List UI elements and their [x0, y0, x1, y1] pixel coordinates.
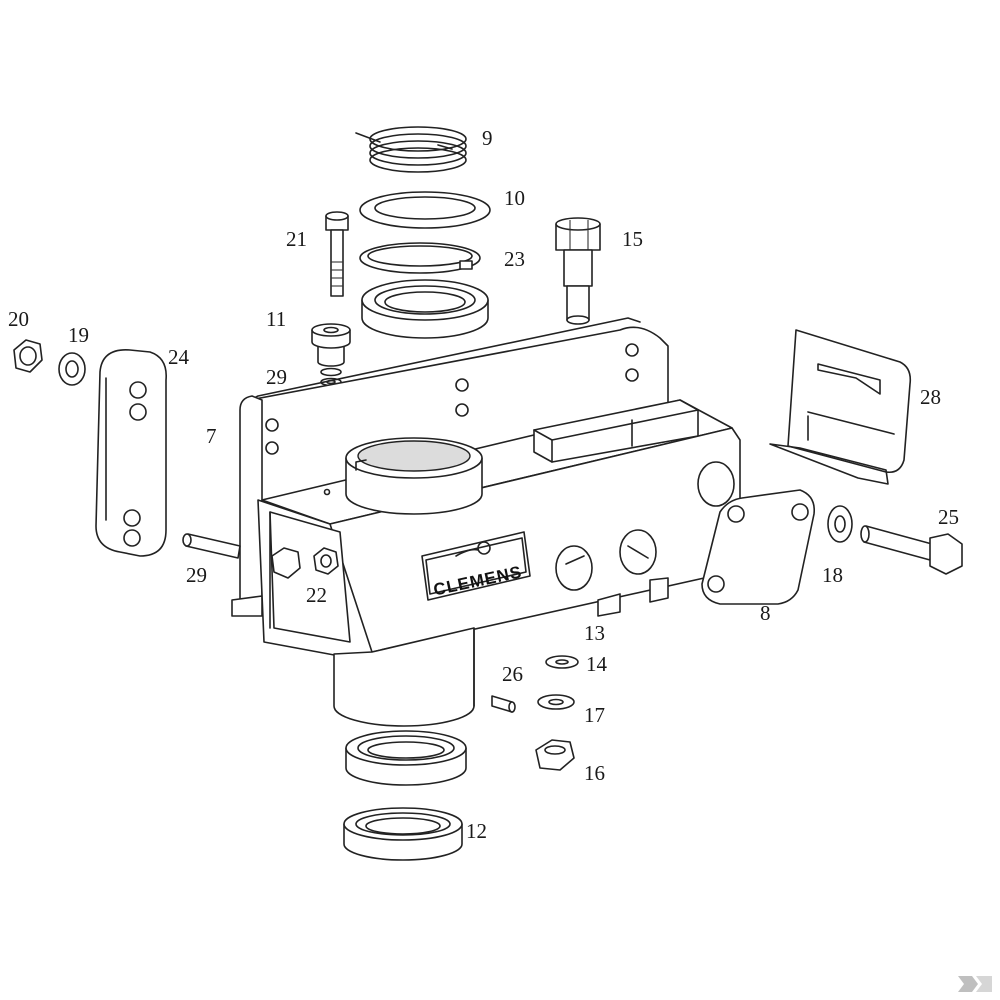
part-22-nut [313, 547, 339, 575]
part-9-spring [355, 126, 467, 173]
label-part-8: 8 [760, 601, 771, 625]
part-12-bearing-lower-b [343, 807, 463, 861]
label-part-9: 9 [482, 126, 493, 150]
part-19-washer [58, 352, 86, 386]
part-29-pin [182, 533, 241, 559]
label-part-20: 20 [8, 307, 29, 331]
label-part-13: 13 [584, 621, 605, 645]
label-part-25: 25 [938, 505, 959, 529]
label-part-11: 11 [266, 307, 286, 331]
label-part-10: 10 [504, 186, 525, 210]
label-part-17: 17 [584, 703, 605, 727]
label-part-22: 22 [306, 583, 327, 607]
part-20-nut [13, 339, 43, 373]
label-part-29-upper: 29 [266, 365, 287, 389]
part-10-washer-ring [359, 191, 491, 229]
label-part-15: 15 [622, 227, 643, 251]
label-part-21: 21 [286, 227, 307, 251]
part-15-bolt [555, 217, 601, 325]
part-26-pin [491, 695, 516, 713]
label-part-16: 16 [584, 761, 605, 785]
part-11-bushing [311, 323, 351, 367]
part-14-washer [545, 655, 579, 669]
part-12-bearing-lower-a [345, 730, 467, 786]
part-16-nut [535, 739, 575, 771]
label-part-7: 7 [206, 424, 217, 448]
label-part-18: 18 [822, 563, 843, 587]
part-28-cover-bracket [769, 329, 912, 485]
part-18-washer [827, 505, 853, 543]
label-part-14: 14 [586, 652, 608, 676]
label-part-12: 12 [466, 819, 487, 843]
label-part-24: 24 [168, 345, 190, 369]
part-17-washer [537, 694, 575, 710]
k-corner-logo-icon [958, 976, 992, 992]
part-25-bolt [860, 525, 963, 575]
part-7-main-housing [231, 317, 741, 727]
label-part-29-lower: 29 [186, 563, 207, 587]
part-labels: 9 10 21 15 23 20 11 19 24 29 28 7 25 29 … [8, 126, 959, 843]
label-part-19: 19 [68, 323, 89, 347]
label-part-28: 28 [920, 385, 941, 409]
label-part-26: 26 [502, 662, 523, 686]
part-23-circlip [359, 242, 481, 274]
part-8-cover-plate [701, 489, 816, 605]
part-21-bolt [325, 211, 349, 297]
part-24-link-plate [95, 349, 167, 557]
label-part-23: 23 [504, 247, 525, 271]
upper-bearing [361, 279, 489, 339]
